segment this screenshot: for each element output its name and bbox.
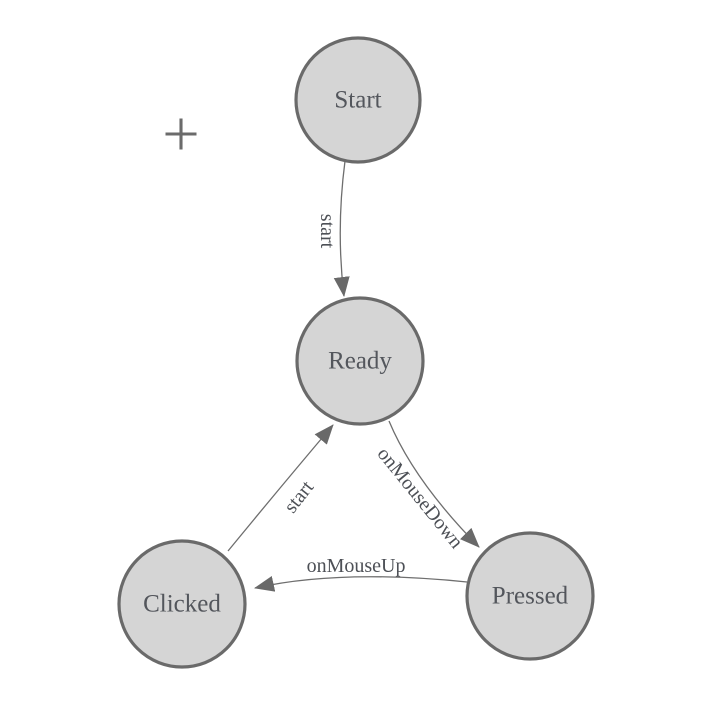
- transition-label-start-to-ready: start: [316, 214, 338, 249]
- state-circle-pressed[interactable]: [465, 531, 595, 661]
- transition-path-pressed-to-clicked[interactable]: [254, 576, 468, 592]
- transition-label-clicked-to-ready: start: [280, 476, 319, 517]
- transition-path-ready-to-pressed[interactable]: [388, 420, 480, 548]
- state-label-pressed: Pressed: [492, 583, 569, 610]
- state-circle-clicked[interactable]: [117, 539, 247, 669]
- transition-start-to-ready: start: [316, 160, 350, 297]
- crosshair-plus-icon: [165, 118, 197, 150]
- transition-path-start-to-ready[interactable]: [333, 160, 350, 297]
- transition-path-clicked-to-ready[interactable]: [227, 424, 334, 552]
- state-node-pressed[interactable]: Pressed: [465, 531, 595, 661]
- transition-label-pressed-to-clicked: onMouseUp: [307, 555, 406, 577]
- state-node-ready[interactable]: Ready: [295, 296, 425, 426]
- transition-pressed-to-clicked: onMouseUp: [254, 555, 468, 592]
- state-node-start[interactable]: Start: [294, 36, 422, 164]
- state-circle-ready[interactable]: [295, 296, 425, 426]
- transition-ready-to-pressed: onMouseDown: [373, 420, 480, 553]
- state-label-start: Start: [334, 87, 381, 114]
- state-node-clicked[interactable]: Clicked: [117, 539, 247, 669]
- transition-label-ready-to-pressed: onMouseDown: [373, 443, 468, 553]
- state-circle-start[interactable]: [294, 36, 422, 164]
- state-label-clicked: Clicked: [143, 591, 221, 618]
- state-label-ready: Ready: [328, 348, 392, 375]
- transition-clicked-to-ready: start: [227, 424, 334, 552]
